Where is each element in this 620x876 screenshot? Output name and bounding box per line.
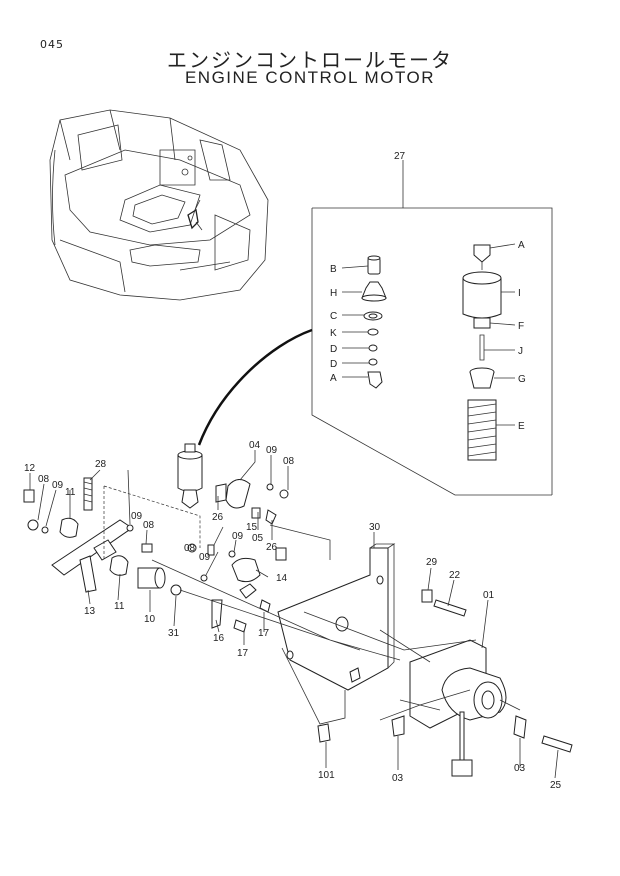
kit-part-j: J [518, 346, 523, 357]
callout-09-b: 09 [232, 531, 244, 542]
bracket-plate-30 [277, 543, 396, 691]
motor-linkage-assembly [177, 443, 289, 633]
callout-05: 05 [252, 533, 264, 544]
callout-04: 04 [249, 440, 261, 451]
kit-part-k: K [330, 328, 337, 339]
kit-part-d-1: D [330, 344, 337, 355]
kit-part-f: F [518, 321, 524, 332]
kit-label-27: 27 [394, 151, 406, 162]
callout-30: 30 [369, 522, 381, 533]
kit-part-i: I [518, 288, 521, 299]
diagram-title-japanese: エンジンコントロールモータ [167, 48, 453, 72]
kit-leader-lines [341, 243, 516, 426]
callout-09-c: 09 [199, 552, 211, 563]
kit-part-b: B [330, 264, 337, 275]
kit-part-g: G [518, 374, 526, 385]
callout-101: 101 [318, 770, 335, 781]
callout-09-a: 09 [266, 445, 278, 456]
diagram-title-english: ENGINE CONTROL MOTOR [184, 68, 436, 87]
kit-27-frame [311, 160, 553, 496]
callout-11-b: 11 [114, 601, 125, 612]
callout-01: 01 [483, 590, 495, 601]
kit-part-d-2: D [330, 359, 337, 370]
callout-08-a: 08 [283, 456, 295, 467]
callout-11-a: 11 [65, 487, 76, 498]
callout-25: 25 [550, 780, 562, 791]
callout-leader-lines [29, 450, 559, 779]
kit-part-a-right: A [518, 240, 525, 251]
callout-12: 12 [24, 463, 36, 474]
kit-part-c: C [330, 311, 337, 322]
motor-unit-01 [317, 589, 573, 777]
callout-13: 13 [84, 606, 96, 617]
callout-28: 28 [95, 459, 107, 470]
callout-03-a: 03 [392, 773, 404, 784]
callout-08-d: 08 [143, 520, 155, 531]
callout-31: 31 [168, 628, 180, 639]
callout-15: 15 [246, 522, 258, 533]
kit-leader-curve [197, 328, 313, 446]
callout-22: 22 [449, 570, 461, 581]
kit-left-column-parts [361, 255, 387, 389]
callout-17-b: 17 [237, 648, 249, 659]
callout-09-e: 09 [131, 511, 143, 522]
kit-right-column-parts [462, 244, 502, 461]
page-number: 045 [40, 38, 64, 51]
kit-part-a-left: A [330, 373, 337, 384]
callout-14: 14 [276, 573, 288, 584]
callout-26-a: 26 [212, 512, 224, 523]
left-linkage-parts [23, 477, 182, 596]
callout-03-b: 03 [514, 763, 526, 774]
machine-overview-sketch [49, 109, 269, 301]
callout-08-b: 08 [184, 543, 196, 554]
kit-part-h: H [330, 288, 337, 299]
callout-08-c: 08 [38, 474, 50, 485]
callout-16: 16 [213, 633, 225, 644]
callout-09-d: 09 [52, 480, 64, 491]
kit-part-e: E [518, 421, 525, 432]
callout-17-a: 17 [258, 628, 270, 639]
callout-26-b: 26 [266, 542, 278, 553]
callout-29: 29 [426, 557, 438, 568]
callout-10: 10 [144, 614, 156, 625]
assembly-guide-lines [103, 485, 521, 725]
